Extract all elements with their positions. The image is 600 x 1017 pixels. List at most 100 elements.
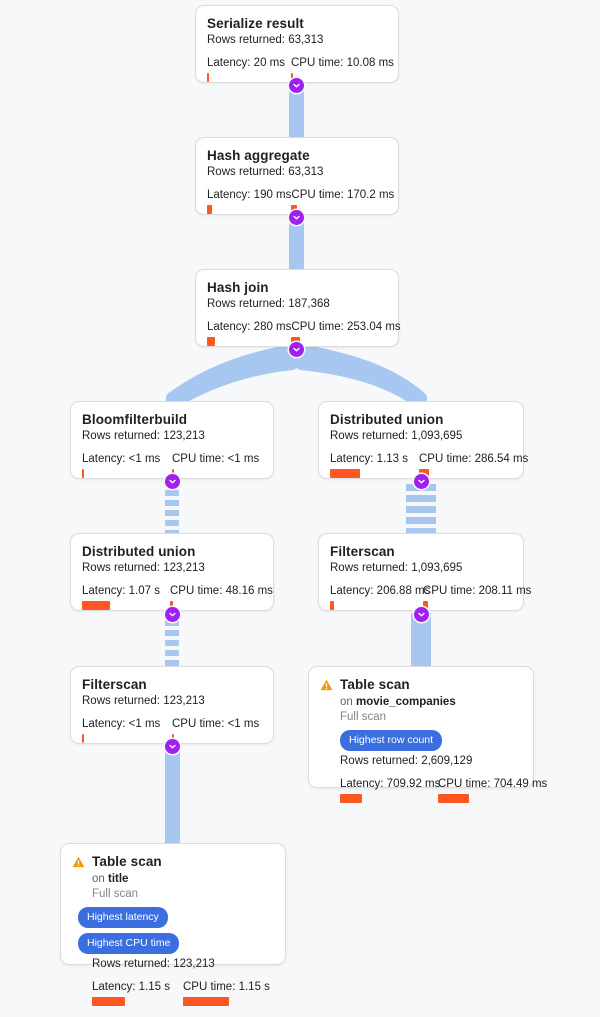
metric-cpu-bar xyxy=(419,469,430,478)
metric-latency-bar xyxy=(207,337,215,346)
node-metrics: Latency: <1 ms CPU time: <1 ms xyxy=(82,717,262,743)
node-title: Bloomfilterbuild xyxy=(82,412,188,427)
metric-cpu-label: CPU time: 48.16 ms xyxy=(170,585,273,597)
plan-node-bloomfilterbuild[interactable]: Bloomfilterbuild Rows returned: 123,213 … xyxy=(70,401,274,479)
metric-cpu-label: CPU time: 253.04 ms xyxy=(291,321,401,333)
metric-cpu-label: CPU time: 1.15 s xyxy=(183,981,270,993)
metric-cpu-time: CPU time: 286.54 ms xyxy=(419,452,528,478)
edge-hash-join-to-bloomfilterbuild xyxy=(166,344,298,410)
chevron-down-icon xyxy=(169,744,176,749)
node-title: Distributed union xyxy=(330,412,444,427)
collapse-toggle-hash-join[interactable] xyxy=(289,342,304,357)
node-title: Filterscan xyxy=(330,544,395,559)
edge-filterscan-to-table-scan-title xyxy=(165,745,180,848)
node-header: Serialize result Rows returned: 63,313 xyxy=(207,15,387,48)
metric-latency-bar xyxy=(82,469,84,478)
metric-cpu-bar xyxy=(291,73,293,82)
chevron-down-icon xyxy=(169,479,176,484)
metric-cpu-label: CPU time: <1 ms xyxy=(172,718,260,730)
node-title: Table scan xyxy=(92,854,162,869)
plan-node-table-scan-movie-companies[interactable]: Table scan on movie_companies Full scan … xyxy=(308,666,547,803)
collapse-toggle-filterscan-right[interactable] xyxy=(414,607,429,622)
node-metrics: Latency: 1.07 s CPU time: 48.16 ms xyxy=(82,584,273,610)
node-header: Bloomfilterbuild Rows returned: 123,213 xyxy=(82,411,262,444)
chevron-down-icon xyxy=(293,83,300,88)
metric-latency-label: Latency: 1.07 s xyxy=(82,585,160,597)
metric-cpu-bar xyxy=(170,601,173,610)
node-rows-returned: Rows returned: 187,368 xyxy=(207,298,330,310)
plan-node-distributed-union-right[interactable]: Distributed union Rows returned: 1,093,6… xyxy=(318,401,528,479)
node-rows-returned: Rows returned: 63,313 xyxy=(207,34,324,46)
node-badges: Highest latency Highest CPU time xyxy=(78,907,274,954)
chevron-down-icon xyxy=(418,612,425,617)
metric-cpu-time: CPU time: 10.08 ms xyxy=(291,56,394,82)
metric-latency-label: Latency: 206.88 ms xyxy=(330,585,431,597)
metric-latency: Latency: 206.88 ms xyxy=(330,584,431,610)
metric-latency: Latency: 190 ms xyxy=(207,188,291,214)
metric-latency: Latency: 1.13 s xyxy=(330,452,419,478)
node-title: Distributed union xyxy=(82,544,196,559)
chevron-down-icon xyxy=(293,347,300,352)
metric-cpu-bar xyxy=(291,337,301,346)
node-rows-returned: Rows returned: 123,213 xyxy=(82,562,205,574)
metric-latency-bar xyxy=(92,997,125,1006)
metric-cpu-bar xyxy=(291,205,298,214)
node-header: Distributed union Rows returned: 123,213 xyxy=(82,543,262,576)
node-title: Serialize result xyxy=(207,16,304,31)
metric-cpu-bar xyxy=(183,997,229,1006)
warning-triangle-icon xyxy=(320,678,333,696)
node-table-reference: on movie_companies xyxy=(340,696,456,708)
metric-latency: Latency: <1 ms xyxy=(82,717,172,743)
metric-latency-bar xyxy=(340,794,362,803)
node-scan-type: Full scan xyxy=(340,711,387,723)
node-rows-returned: Rows returned: 123,213 xyxy=(82,695,205,707)
metric-cpu-label: CPU time: 208.11 ms xyxy=(423,585,532,597)
plan-node-serialize-result[interactable]: Serialize result Rows returned: 63,313 L… xyxy=(195,5,399,83)
metric-cpu-time: CPU time: 170.2 ms xyxy=(291,188,395,214)
node-rows-returned: Rows returned: 63,313 xyxy=(207,166,324,178)
status-badge-highest-latency[interactable]: Highest latency xyxy=(78,907,168,928)
node-rows-returned: Rows returned: 1,093,695 xyxy=(330,562,463,574)
plan-node-distributed-union-left[interactable]: Distributed union Rows returned: 123,213… xyxy=(70,533,274,611)
collapse-toggle-serialize-result[interactable] xyxy=(289,78,304,93)
plan-node-table-scan-title[interactable]: Table scan on title Full scan Highest la… xyxy=(60,843,286,1006)
metric-cpu-time: CPU time: 253.04 ms xyxy=(291,320,401,346)
metric-cpu-label: CPU time: 170.2 ms xyxy=(291,189,395,201)
node-badges: Highest row count xyxy=(340,730,472,751)
node-title: Table scan xyxy=(340,677,410,692)
collapse-toggle-distributed-union-right[interactable] xyxy=(414,474,429,489)
node-metrics: Latency: 20 ms CPU time: 10.08 ms xyxy=(207,56,394,82)
metric-latency-bar xyxy=(207,205,213,214)
node-metrics: Latency: 709.92 ms CPU time: 704.49 ms xyxy=(340,777,547,803)
metric-latency-bar xyxy=(82,734,84,743)
chevron-down-icon xyxy=(418,479,425,484)
node-header: Filterscan Rows returned: 123,213 xyxy=(82,676,262,709)
status-badge[interactable]: Highest row count xyxy=(340,730,443,751)
plan-node-hash-join[interactable]: Hash join Rows returned: 187,368 Latency… xyxy=(195,269,401,347)
metric-latency-label: Latency: 1.15 s xyxy=(92,981,170,993)
plan-node-hash-aggregate[interactable]: Hash aggregate Rows returned: 63,313 Lat… xyxy=(195,137,399,215)
node-title: Hash join xyxy=(207,280,269,295)
status-badge-highest-cpu-time[interactable]: Highest CPU time xyxy=(78,933,180,954)
node-header: Hash join Rows returned: 187,368 xyxy=(207,279,387,312)
metric-cpu-bar xyxy=(172,734,174,743)
plan-node-filterscan-left[interactable]: Filterscan Rows returned: 123,213 Latenc… xyxy=(70,666,274,744)
metric-latency: Latency: 280 ms xyxy=(207,320,291,346)
node-rows-returned: Rows returned: 123,213 xyxy=(82,430,205,442)
metric-cpu-bar xyxy=(423,601,428,610)
chevron-down-icon xyxy=(293,215,300,220)
plan-node-filterscan-right[interactable]: Filterscan Rows returned: 1,093,695 Late… xyxy=(318,533,532,611)
chevron-down-icon xyxy=(169,612,176,617)
collapse-toggle-filterscan-left[interactable] xyxy=(165,739,180,754)
metric-latency-label: Latency: 280 ms xyxy=(207,321,292,333)
node-metrics: Latency: 1.15 s CPU time: 1.15 s xyxy=(92,980,274,1006)
metric-cpu-label: CPU time: 10.08 ms xyxy=(291,57,394,69)
collapse-toggle-bloomfilterbuild[interactable] xyxy=(165,474,180,489)
collapse-toggle-distributed-union-left[interactable] xyxy=(165,607,180,622)
metric-latency-label: Latency: 190 ms xyxy=(207,189,292,201)
collapse-toggle-hash-aggregate[interactable] xyxy=(289,210,304,225)
metric-latency-bar xyxy=(330,601,334,610)
metric-latency-label: Latency: <1 ms xyxy=(82,718,161,730)
node-metrics: Latency: <1 ms CPU time: <1 ms xyxy=(82,452,262,478)
